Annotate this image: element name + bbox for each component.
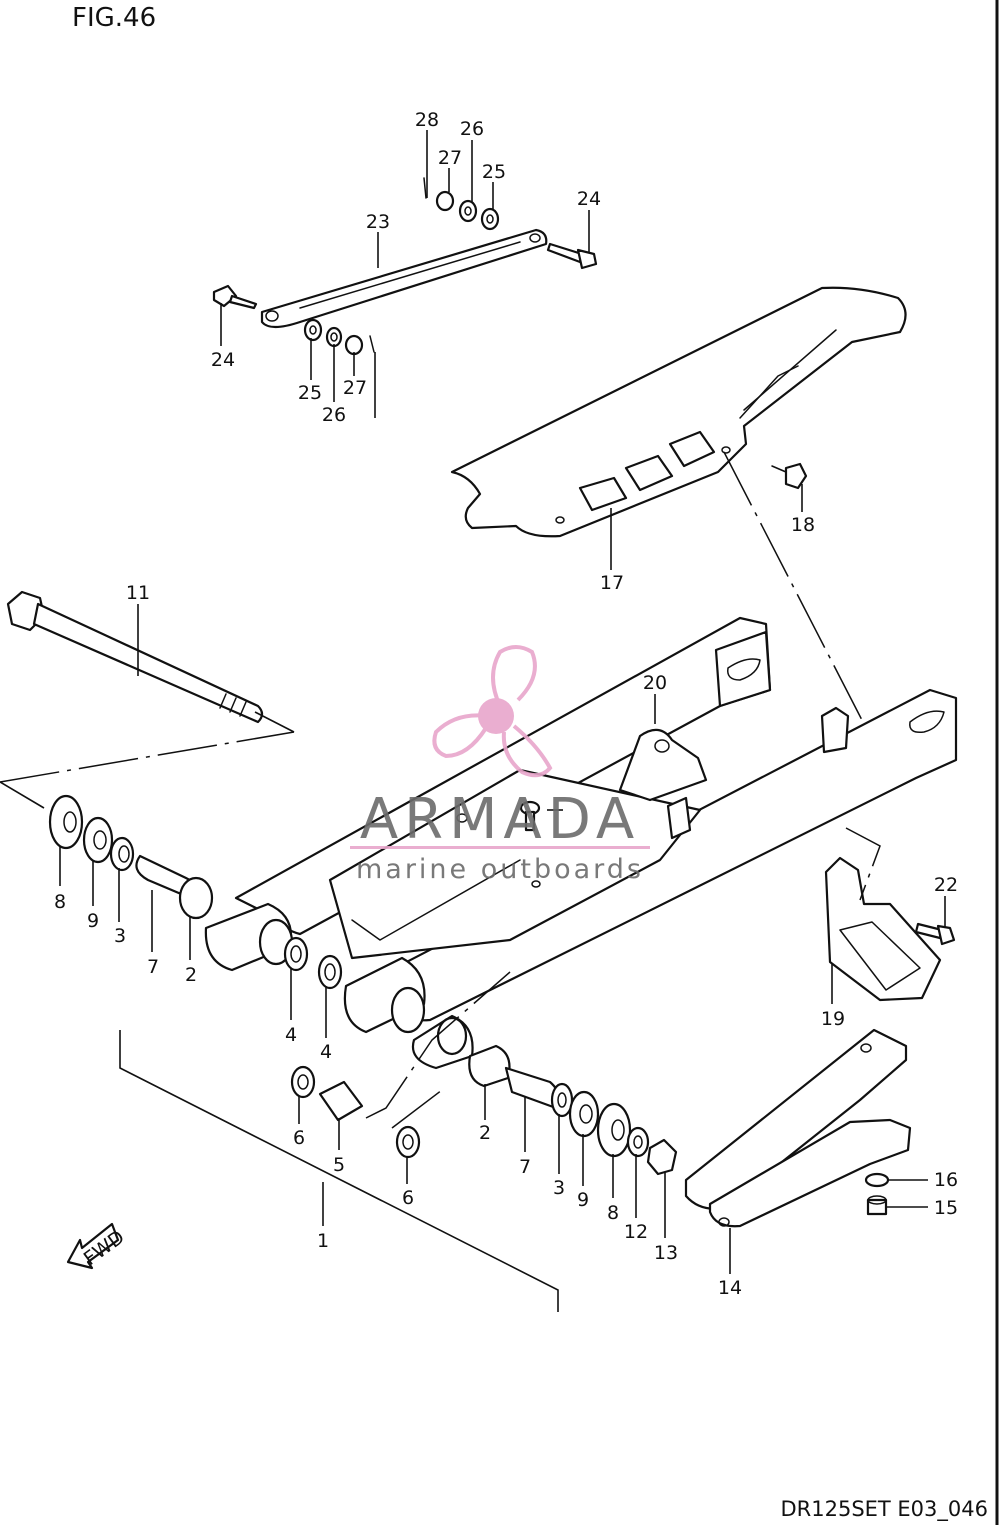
callout-labels: 28 26 27 25 24 23 24 25 27 26 18 17 11 2… (54, 109, 958, 1299)
reference-lines (0, 451, 881, 1312)
callout-7-left: 7 (147, 956, 159, 978)
callout-18: 19 (821, 1008, 845, 1030)
callout-19: 20 (643, 672, 667, 694)
bolt-20 (914, 922, 956, 946)
callout-24-bottom: 25 (298, 382, 322, 404)
watermark-name: ARMADA (360, 787, 640, 852)
callout-20: 22 (934, 874, 958, 896)
callout-17: 18 (791, 514, 815, 536)
callout-9-right: 9 (577, 1189, 589, 1211)
watermark-tagline: marine outboards (356, 854, 644, 885)
armada-watermark: ARMADA marine outboards (350, 645, 650, 885)
right-pivot-hardware (468, 1044, 678, 1176)
callout-2-right: 2 (479, 1122, 491, 1144)
callout-4-right: 4 (320, 1041, 332, 1063)
callout-6-left: 6 (293, 1127, 305, 1149)
callout-7-right: 7 (519, 1156, 531, 1178)
leader-lines (59, 130, 946, 1274)
callout-22: 24 (211, 349, 235, 371)
pivot-shaft-10 (6, 590, 264, 724)
bolt-17 (771, 462, 808, 490)
propeller-logo (432, 645, 553, 778)
callout-2-left: 2 (185, 964, 197, 986)
callout-4-left: 4 (285, 1024, 297, 1046)
torque-rod-21 (260, 228, 548, 329)
forward-direction-arrow: FWD (66, 1222, 129, 1270)
washer-15 (864, 1172, 890, 1188)
callout-10: 11 (126, 582, 150, 604)
chain-buffer-13 (684, 1028, 912, 1228)
bracket-19 (618, 728, 708, 802)
chain-case-16 (450, 286, 907, 538)
left-pivot-hardware (48, 794, 343, 990)
figure-title: FIG.46 (72, 3, 156, 33)
callout-14: 15 (934, 1197, 958, 1219)
callout-6-right: 6 (402, 1187, 414, 1209)
callout-8-right: 8 (607, 1202, 619, 1224)
callout-26-top: 27 (438, 147, 462, 169)
callout-3-left: 3 (114, 925, 126, 947)
bolt-28 (519, 800, 541, 832)
callout-27-top: 28 (415, 109, 439, 131)
callout-13: 14 (718, 1277, 742, 1299)
bearing-hardware (290, 1065, 421, 1159)
callout-3-right: 3 (553, 1177, 565, 1199)
callout-25-top: 26 (460, 118, 484, 140)
callout-5: 5 (333, 1154, 345, 1176)
callout-21: 23 (366, 211, 390, 233)
upper-hardware (303, 177, 500, 356)
callout-11: 12 (624, 1221, 648, 1243)
callout-9-left: 9 (87, 910, 99, 932)
callout-1: 1 (317, 1230, 329, 1252)
diagram-code: DR125SET E03_046 (780, 1497, 988, 1522)
watermark-rule (350, 846, 650, 849)
callout-16: 17 (600, 572, 624, 594)
callout-23: 24 (577, 188, 601, 210)
bolt-22 (212, 284, 258, 310)
callout-12: 13 (654, 1242, 678, 1264)
callout-8-left: 8 (54, 891, 66, 913)
bolt-14 (866, 1195, 888, 1216)
callout-26-bottom: 27 (343, 377, 367, 399)
callout-15: 16 (934, 1169, 958, 1191)
callout-24-top: 25 (482, 161, 506, 183)
bolt-23 (546, 242, 598, 270)
callout-25-bottom: 26 (322, 404, 346, 426)
